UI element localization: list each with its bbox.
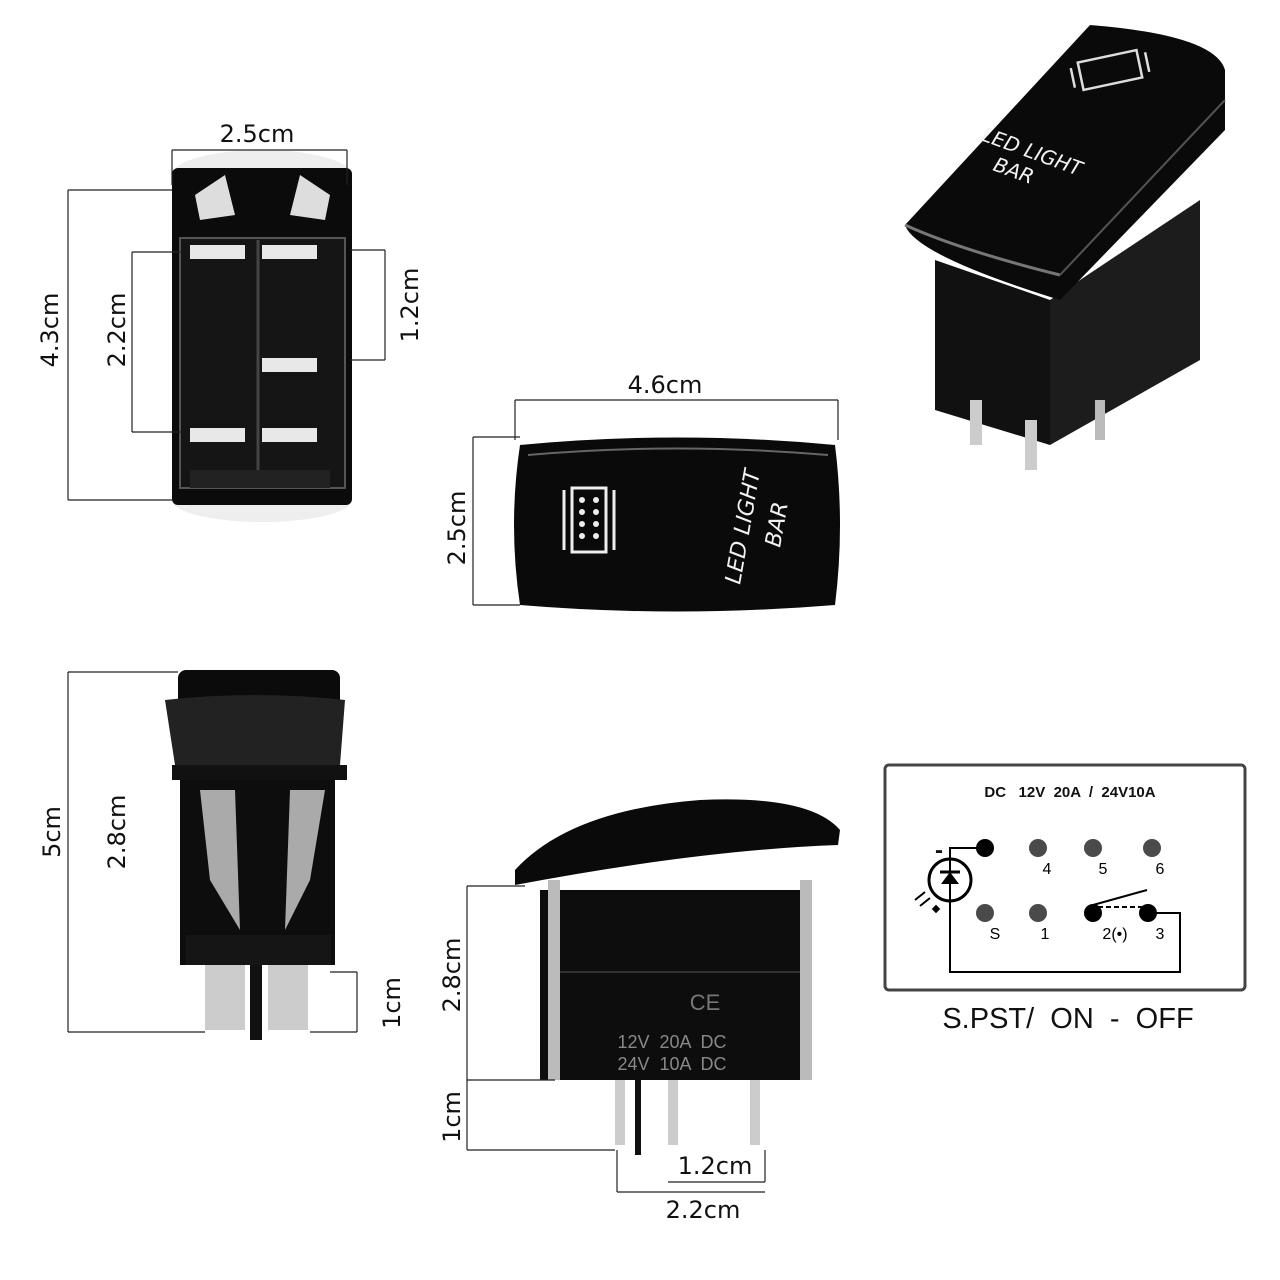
dimension-front-pin-span: 2.2cm — [616, 1150, 765, 1224]
dimension-front-pin-gap: 1.2cm — [668, 1150, 766, 1183]
pin-dot — [1084, 839, 1102, 857]
rating-line2: 24V 10A DC — [617, 1054, 726, 1074]
dimension-label: 4.6cm — [628, 371, 703, 399]
pin-dot — [1029, 904, 1047, 922]
dimension-label: 1.2cm — [678, 1152, 753, 1180]
dimension-label: 1cm — [378, 977, 406, 1029]
led-light-bar-icon — [1069, 48, 1151, 92]
dimension-label: 1.2cm — [396, 268, 424, 343]
back-view-switch — [172, 150, 352, 522]
pin-label: 4 — [1043, 861, 1052, 878]
pin-dot — [976, 904, 994, 922]
ce-mark: CE — [690, 990, 721, 1015]
switch-perspective-view: LED LIGHT BAR — [904, 25, 1226, 470]
wiring-rating: DC 12V 20A / 24V10A — [984, 784, 1155, 801]
dimension-front-pin-length: 1cm — [438, 1080, 615, 1151]
negative-terminal-label: - — [935, 837, 943, 864]
pin-label: S — [990, 926, 1001, 943]
wiring-diagram: DC 12V 20A / 24V10A - 4 5 6 S 1 2(•) 3 S… — [883, 763, 1247, 1035]
pin-dot — [1139, 904, 1157, 922]
dimension-label: 2.2cm — [666, 1196, 741, 1224]
dimension-back-width: 2.5cm — [171, 120, 348, 185]
dimension-label: 2.2cm — [103, 293, 131, 368]
pin-label: 1 — [1041, 926, 1050, 943]
pin-label: 3 — [1156, 926, 1165, 943]
dimension-rocker-height: 2.5cm — [443, 436, 520, 606]
rating-line1: 12V 20A DC — [617, 1032, 726, 1052]
dimension-rocker-width: 4.6cm — [514, 371, 839, 440]
pin-label: 2(•) — [1102, 926, 1127, 943]
dimension-label: 2.8cm — [103, 795, 131, 870]
led-light-bar-icon — [562, 486, 616, 554]
dimension-label: 4.3cm — [36, 293, 64, 368]
dimension-label: 2.8cm — [438, 938, 466, 1013]
dimension-back-terminal-gap: 1.2cm — [350, 249, 424, 361]
dimension-label: 2.5cm — [443, 491, 471, 566]
dimension-side-pin-length: 1cm — [310, 971, 406, 1033]
dimension-front-body-height: 2.8cm — [438, 885, 555, 1081]
dimension-back-height: 4.3cm — [36, 189, 172, 501]
pin-dot — [1084, 904, 1102, 922]
dimension-label: 5cm — [38, 806, 66, 858]
pin-dot — [1143, 839, 1161, 857]
rocker-cap-front: LED LIGHT BAR — [514, 437, 840, 612]
dimension-label: 2.5cm — [220, 120, 295, 148]
pin-dot — [1029, 839, 1047, 857]
pin-label: 5 — [1099, 861, 1108, 878]
dimension-back-terminal-span: 2.2cm — [103, 251, 182, 433]
pin-label: 6 — [1156, 861, 1165, 878]
switch-side-view — [165, 670, 347, 1040]
switch-front-housing-view: CE 12V 20A DC 24V 10A DC — [515, 799, 840, 1155]
dimension-side-total-height: 5cm — [38, 671, 205, 1033]
switch-type-label: S.PST/ ON - OFF — [942, 1003, 1193, 1035]
pin-dot — [976, 839, 994, 857]
dimension-label: 1cm — [438, 1091, 466, 1143]
